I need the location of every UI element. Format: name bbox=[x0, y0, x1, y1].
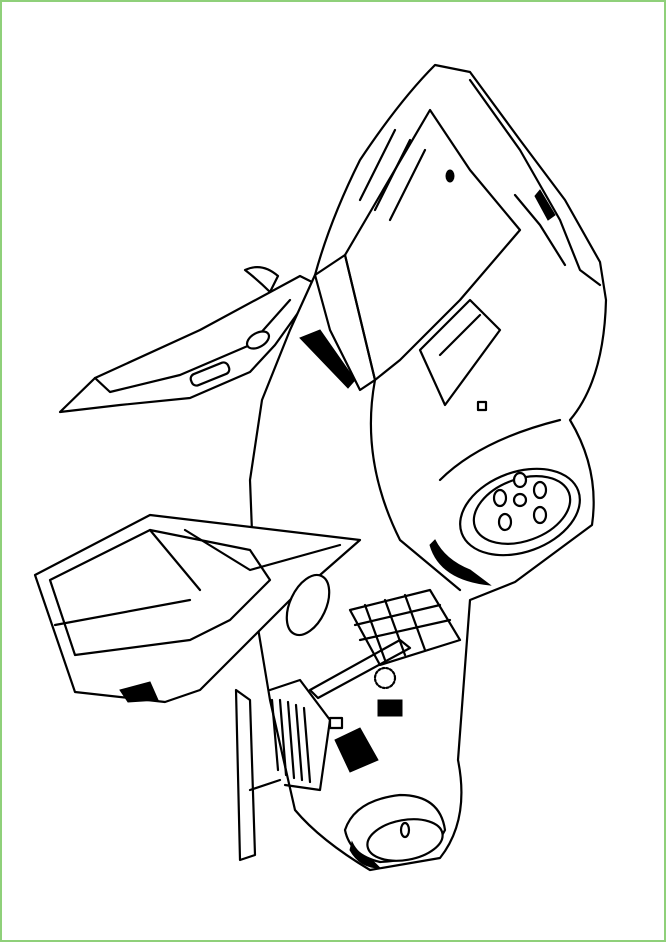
car-rear bbox=[234, 678, 447, 869]
lower-door bbox=[33, 513, 362, 704]
car-body bbox=[248, 63, 608, 872]
upper-door bbox=[58, 265, 314, 414]
front-wheel bbox=[429, 467, 581, 586]
interior bbox=[308, 588, 462, 717]
